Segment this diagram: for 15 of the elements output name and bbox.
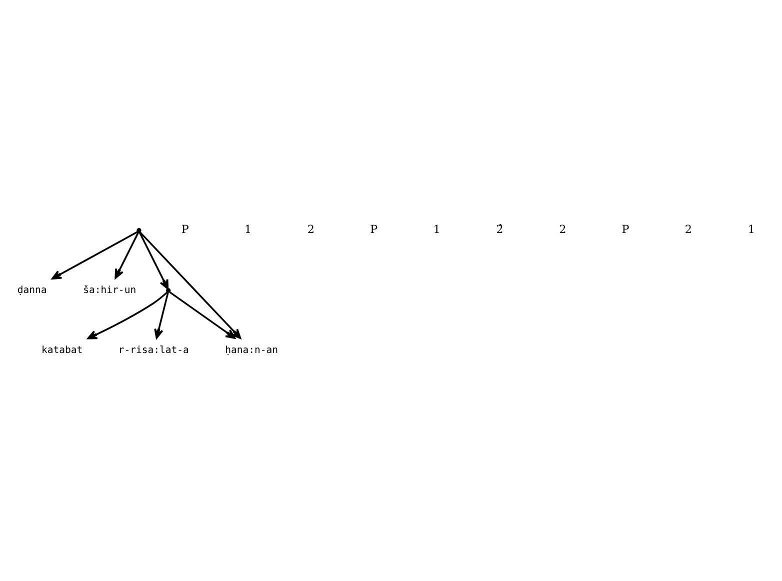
node-text: katabat [42,345,83,356]
label: 1 [433,223,440,236]
label: P [181,223,189,236]
label: 2 [307,223,315,236]
node-text: ḍanna [17,285,47,296]
label: 2 [559,223,566,236]
node-text: ša:hir-un [83,285,136,296]
label: 1 [748,223,755,236]
label: 2̂ [496,223,504,236]
label: P [370,223,378,236]
node-text: r-risa:lat-a [118,345,189,356]
node-text: ḥana:n-an [225,345,278,356]
label: 2 [684,223,692,236]
label: P [622,223,630,236]
label: 1 [244,223,252,236]
